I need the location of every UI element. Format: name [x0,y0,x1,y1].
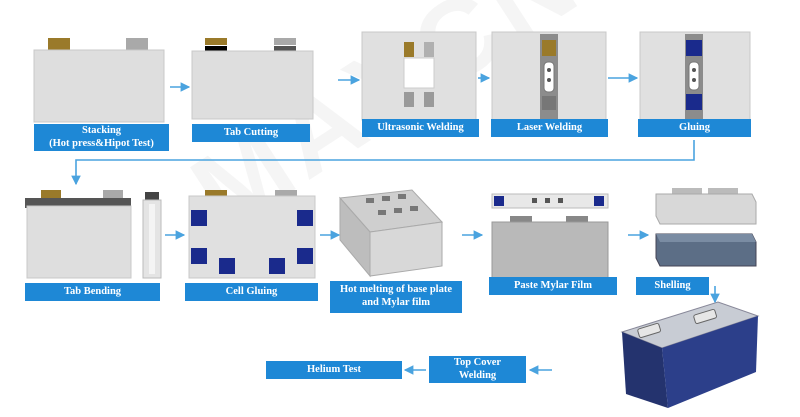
tab-cutting-illustration [191,38,314,120]
step-label-cell-gluing: Cell Gluing [185,283,318,301]
step-label-shelling: Shelling [636,277,709,295]
cell-gluing-illustration [188,190,316,279]
finished-cell-illustration [620,301,760,408]
step-label-laser-welding: Laser Welding [491,119,608,137]
stacking-illustration [33,38,165,123]
step-label-ultrasonic-welding: Ultrasonic Welding [362,119,479,137]
step-label-tab-bending: Tab Bending [25,283,160,301]
step-label-gluing: Gluing [638,119,751,137]
step-label-paste-mylar: Paste Mylar Film [489,277,617,295]
step-label-hot-melting: Hot melting of base plate and Mylar film [330,281,462,313]
gluing-illustration [639,31,751,121]
paste-mylar-illustration [491,193,609,279]
step-label-tab-cutting: Tab Cutting [192,124,310,142]
arrow-gluing-to-tab-bending [71,140,695,186]
tab-bending-illustration [25,190,162,279]
step-label-top-cover-welding: Top Cover Welding [429,356,526,383]
hot-melting-illustration [338,189,444,278]
laser-welding-illustration [491,31,607,121]
step-label-stacking: Stacking (Hot press&Hipot Test) [34,124,169,151]
step-label-helium-test: Helium Test [266,361,402,379]
shelling-illustration [655,188,757,267]
